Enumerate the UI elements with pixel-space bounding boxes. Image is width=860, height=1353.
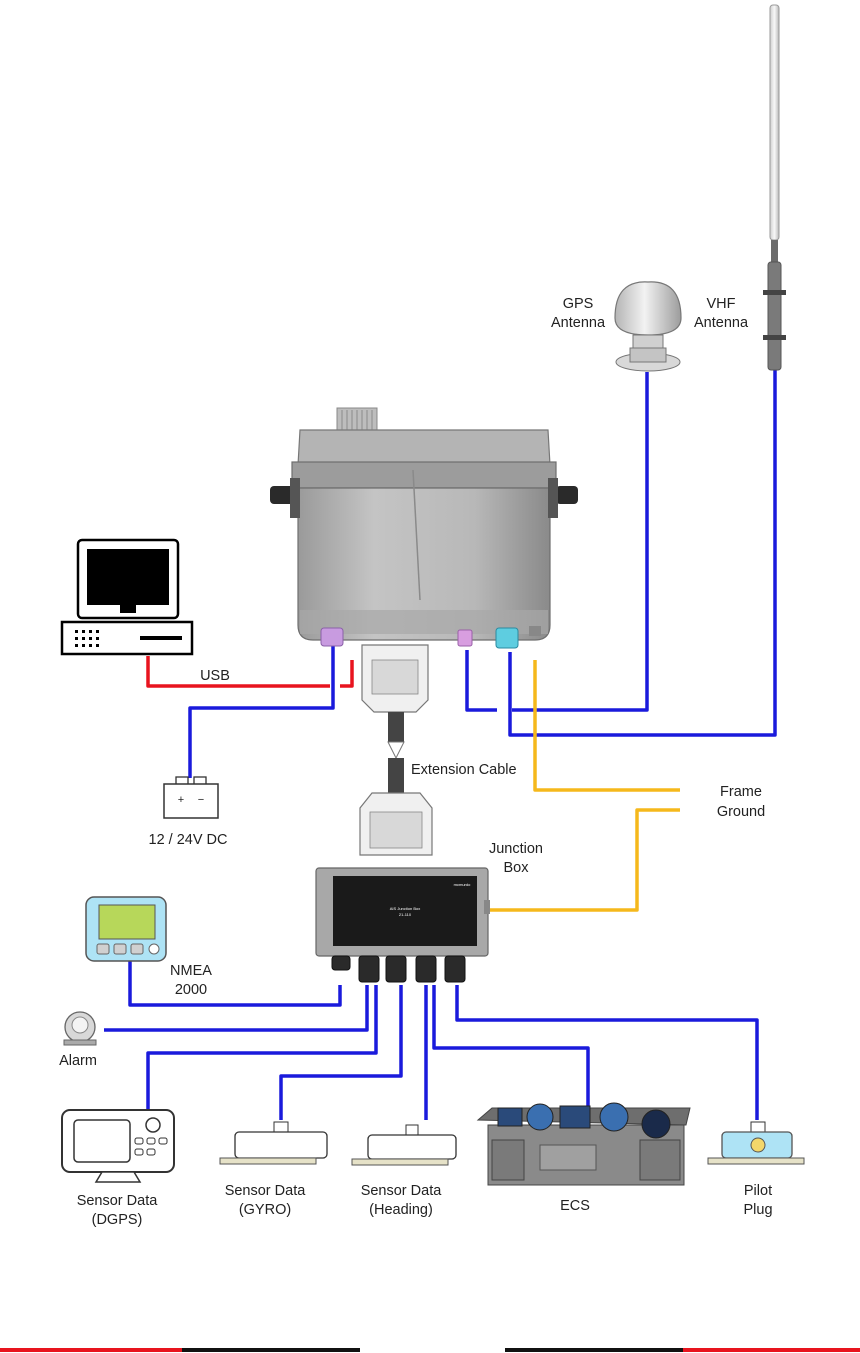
pilot-plug-label-line1: Pilot <box>744 1183 772 1199</box>
usb-cable <box>148 656 352 686</box>
sensor-heading-label-line1: Sensor Data <box>361 1183 443 1199</box>
extension-cable-label: Extension Cable <box>411 762 517 778</box>
ais-transponder-unit <box>270 408 578 648</box>
alarm-cable <box>104 985 367 1030</box>
alarm-label: Alarm <box>59 1053 97 1069</box>
power-cable <box>190 645 333 778</box>
sensor-gyro-label-line1: Sensor Data <box>225 1183 307 1199</box>
dgps-device <box>62 1110 174 1182</box>
frame-ground-label-line1: Frame <box>720 784 762 800</box>
pilot-plug-label-line2: Plug <box>743 1202 772 1218</box>
battery-minus-sign: − <box>198 794 204 806</box>
pilot-plug-cable <box>457 985 757 1120</box>
nmea2000-label-line2: 2000 <box>175 982 207 998</box>
junction-box-face-model: 21-110 <box>399 912 412 917</box>
battery-plus-sign: + <box>178 794 184 806</box>
junction-box-label-line2: Box <box>504 860 530 876</box>
battery: + − <box>164 777 218 818</box>
footer-rule <box>0 1348 860 1352</box>
heading-sensor <box>352 1125 456 1165</box>
ecs-console <box>478 1103 690 1185</box>
sensor-dgps-label-line2: (DGPS) <box>92 1212 143 1228</box>
junction-box-face-brand: mcmurdo <box>454 882 471 887</box>
gps-antenna-label-line1: GPS <box>563 296 594 312</box>
nmea2000-display <box>86 897 166 961</box>
sensor-dgps-label-line1: Sensor Data <box>77 1193 159 1209</box>
computer <box>62 540 192 654</box>
gps-antenna-label-line2: Antenna <box>551 315 606 331</box>
vhf-antenna <box>763 5 786 370</box>
gps-antenna <box>615 282 681 371</box>
alarm-device <box>64 1012 96 1045</box>
gyro-sensor <box>220 1122 327 1164</box>
ground-cable-main <box>535 660 680 790</box>
sensor-heading-label-line2: (Heading) <box>369 1202 433 1218</box>
vhf-antenna-label-line2: Antenna <box>694 315 749 331</box>
power-label: 12 / 24V DC <box>149 832 228 848</box>
junction-box-label-line1: Junction <box>489 841 543 857</box>
junction-box-face-title: AIS Junction Box <box>390 906 420 911</box>
usb-label: USB <box>200 668 230 684</box>
vhf-antenna-label-line1: VHF <box>707 296 736 312</box>
pilot-plug-device <box>708 1122 804 1164</box>
junction-box: AIS Junction Box 21-110 mcmurdo <box>316 868 490 982</box>
extension-cable-assembly <box>360 645 432 855</box>
sensor-gyro-label-line2: (GYRO) <box>239 1202 291 1218</box>
nmea2000-label-line1: NMEA <box>170 963 212 979</box>
nmea2000-cable <box>130 960 340 1005</box>
frame-ground-label-line2: Ground <box>717 804 765 820</box>
ecs-label: ECS <box>560 1198 590 1214</box>
